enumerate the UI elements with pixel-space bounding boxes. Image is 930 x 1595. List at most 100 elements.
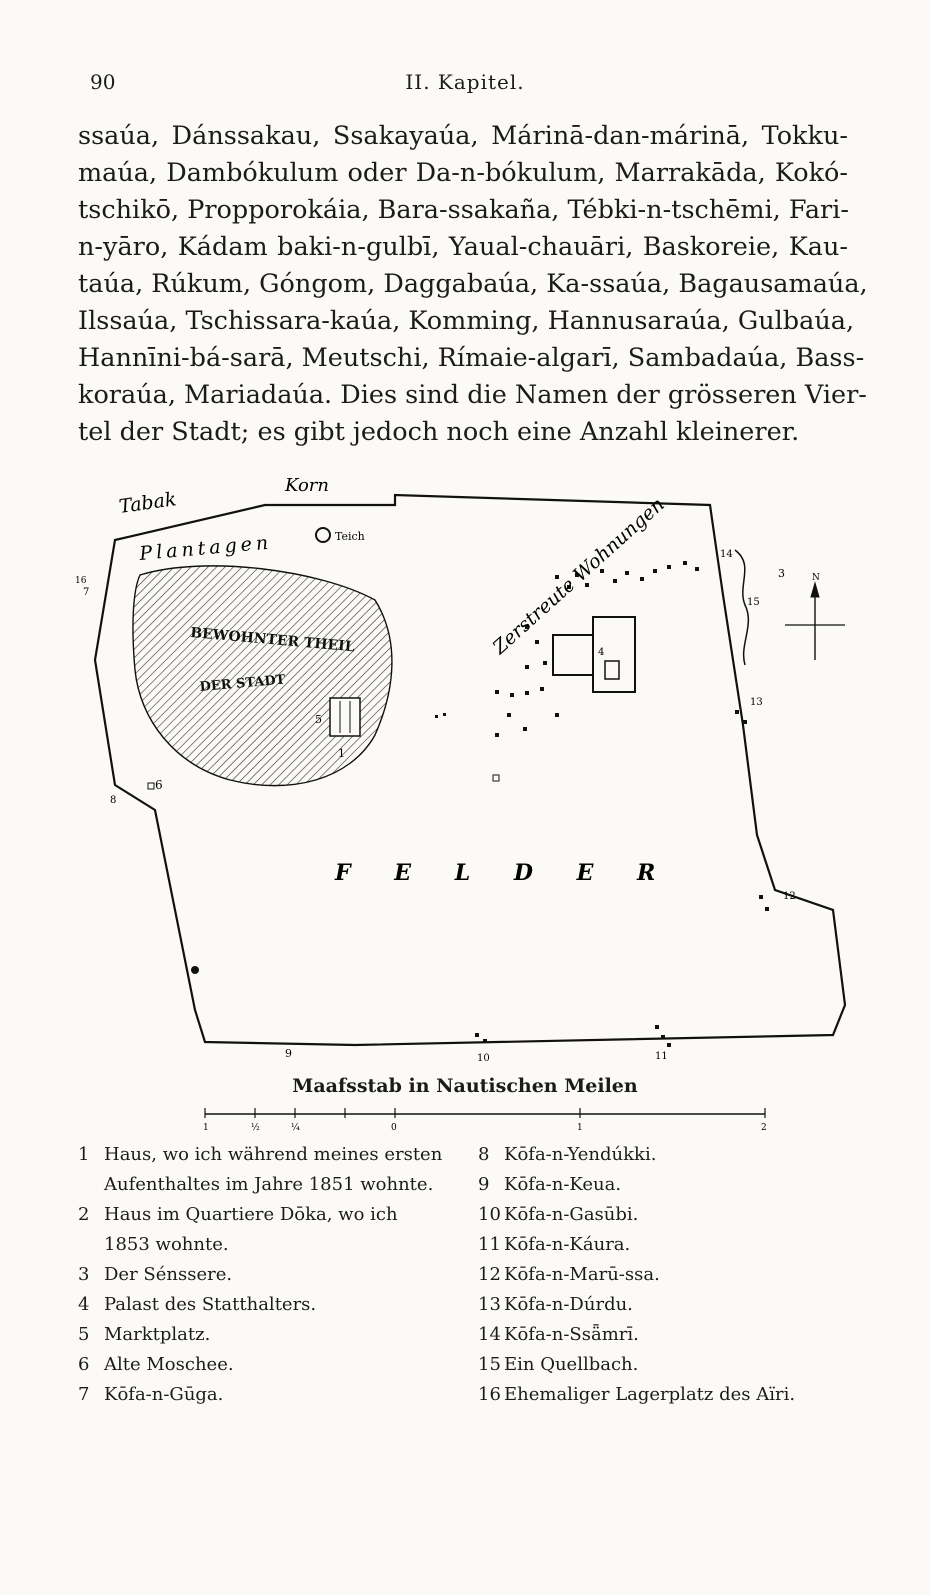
legend-text: Kōfa-n-Dúrdu.: [504, 1294, 633, 1315]
legend-item: 3 Der Sénssere.: [78, 1260, 448, 1290]
palace-small: [604, 660, 620, 680]
legend-num: 8: [478, 1144, 490, 1165]
legend-cont: Aufenthaltes im Jahre 1851 wohnte.: [104, 1174, 434, 1195]
label-der-stadt: DER STADT: [199, 673, 286, 695]
legend-text: Kōfa-n-Yendúkki.: [504, 1144, 657, 1165]
legend-num: 10: [478, 1204, 501, 1225]
brook: [734, 549, 750, 666]
marker-3: 3: [778, 567, 785, 580]
legend-text: Marktplatz.: [104, 1324, 211, 1345]
marker-6: 6: [155, 778, 163, 792]
pond: [315, 527, 331, 543]
label-korn: Korn: [284, 475, 329, 496]
marker-16: 16: [75, 576, 87, 586]
legend-num: 6: [78, 1354, 90, 1375]
legend-text: Kōfa-n-Keua.: [504, 1174, 622, 1195]
scale-tick: 0: [391, 1123, 397, 1133]
legend-cont: 1853 wohnte.: [104, 1234, 229, 1255]
body-line: Hannīni-bá-sarā, Meutschi, Rímaie-algarī…: [78, 343, 865, 373]
body-line: n-yāro, Kádam baki-n-gulbī, Yaual-chauār…: [78, 232, 848, 262]
label-teich: Teich: [335, 530, 365, 543]
marker-4: 4: [598, 647, 604, 658]
legend-num: 13: [478, 1294, 501, 1315]
legend-text: Kōfa-n-Gasūbi.: [504, 1204, 639, 1225]
city-wall: [93, 493, 847, 1047]
scale-title: Maafsstab in Nautischen Meilen: [292, 1075, 638, 1097]
scale-tick: 2: [761, 1123, 767, 1133]
marker-10: 10: [477, 1053, 490, 1064]
marker-5: 5: [315, 713, 322, 726]
legend-text: Kōfa-n-Káura.: [504, 1234, 631, 1255]
marker-7: 7: [83, 587, 89, 598]
legend-num: 7: [78, 1384, 90, 1405]
legend-item: 1 Haus, wo ich während meines ersten: [78, 1140, 448, 1170]
legend-text: Haus im Quartiere Dōka, wo ich: [104, 1204, 398, 1225]
scale-tick: ¼: [291, 1122, 300, 1133]
scale-tick: 1: [203, 1123, 209, 1133]
inhabited-area: [132, 565, 393, 787]
legend-num: 5: [78, 1324, 90, 1345]
legend-text: Ein Quellbach.: [504, 1354, 639, 1375]
page-number: 90: [90, 70, 116, 94]
legend-item: 7 Kōfa-n-Gūga.: [78, 1380, 448, 1410]
label-felder: F E L D E R: [334, 860, 673, 886]
marker-15: 15: [747, 597, 760, 608]
legend-num: 3: [78, 1264, 90, 1285]
legend-left: 1 Haus, wo ich während meines ersten Aufe…: [78, 1140, 448, 1410]
palace-inner: [552, 634, 594, 676]
body-line: taúa, Rúkum, Góngom, Daggabaúa, Ka-ssaúa…: [78, 269, 868, 299]
body-line: Ilssaúa, Tschissara-kaúa, Komming, Hannu…: [78, 306, 855, 336]
marketplace-grid: [339, 701, 351, 733]
marketplace: [329, 697, 361, 737]
legend-num: 2: [78, 1204, 90, 1225]
legend-text: Kōfa-n-Gūga.: [104, 1384, 224, 1405]
legend-num: 14: [478, 1324, 501, 1345]
north-arrow: [785, 581, 845, 660]
body-line: tel der Stadt; es gibt jedoch noch eine …: [78, 417, 800, 447]
legend-num: 12: [478, 1264, 501, 1285]
legend-text: Kōfa-n-Marū-ssa.: [504, 1264, 660, 1285]
marker-8: 8: [110, 795, 116, 806]
scale-tick: 1: [577, 1123, 583, 1133]
legend-num: 1: [78, 1144, 90, 1165]
legend-text: Ehemaliger Lagerplatz des Aïri.: [504, 1384, 796, 1405]
legend-text: Der Sénssere.: [104, 1264, 233, 1285]
marker-14: 14: [720, 549, 733, 560]
running-head: II. Kapitel.: [405, 70, 525, 94]
marker-13: 13: [750, 697, 763, 708]
label-tabak: Tabak: [118, 488, 178, 518]
marker-12: 12: [783, 891, 796, 902]
city-map: Tabak Korn Plantagen Teich BEWOHNTER THE…: [75, 475, 847, 1064]
legend-num: 15: [478, 1354, 501, 1375]
legend-item: 5 Marktplatz.: [78, 1320, 448, 1350]
legend-item: 9 Kōfa-n-Keua.: [478, 1170, 858, 1200]
body-line: maúa, Dambókulum oder Da-n-bókulum, Marr…: [78, 158, 848, 188]
label-north: N: [812, 573, 820, 583]
legend-text: Haus, wo ich während meines ersten: [104, 1144, 443, 1165]
scale-tick: ½: [251, 1122, 260, 1133]
marker-1: 1: [338, 747, 345, 760]
body-line: tschikō, Propporokáia, Bara-ssakaña, Téb…: [78, 195, 850, 225]
legend-num: 16: [478, 1384, 501, 1405]
legend-text: Kōfa-n-Ssǟmrī.: [504, 1324, 639, 1345]
body-text: ssaúa, Dánssakau, Ssakayaúa, Márinā-dan-…: [78, 118, 868, 451]
label-plantagen: Plantagen: [138, 531, 273, 565]
legend-item: 6 Alte Moschee.: [78, 1350, 448, 1380]
body-line: koraúa, Mariadaúa. Dies sind die Namen d…: [78, 380, 867, 410]
body-line: ssaúa, Dánssakau, Ssakayaúa, Márinā-dan-…: [78, 121, 848, 151]
legend-num: 9: [478, 1174, 490, 1195]
legend-text: Palast des Statthalters.: [104, 1294, 317, 1315]
legend-item: 2 Haus im Quartiere Dōka, wo ich: [78, 1200, 448, 1230]
marker-11: 11: [655, 1051, 668, 1062]
legend-item: 8 Kōfa-n-Yendúkki.: [478, 1140, 858, 1170]
legend-text: Alte Moschee.: [104, 1354, 234, 1375]
scale-bar: 1 ½ ¼ 0 1 2: [203, 1108, 767, 1133]
legend-num: 11: [478, 1234, 501, 1255]
